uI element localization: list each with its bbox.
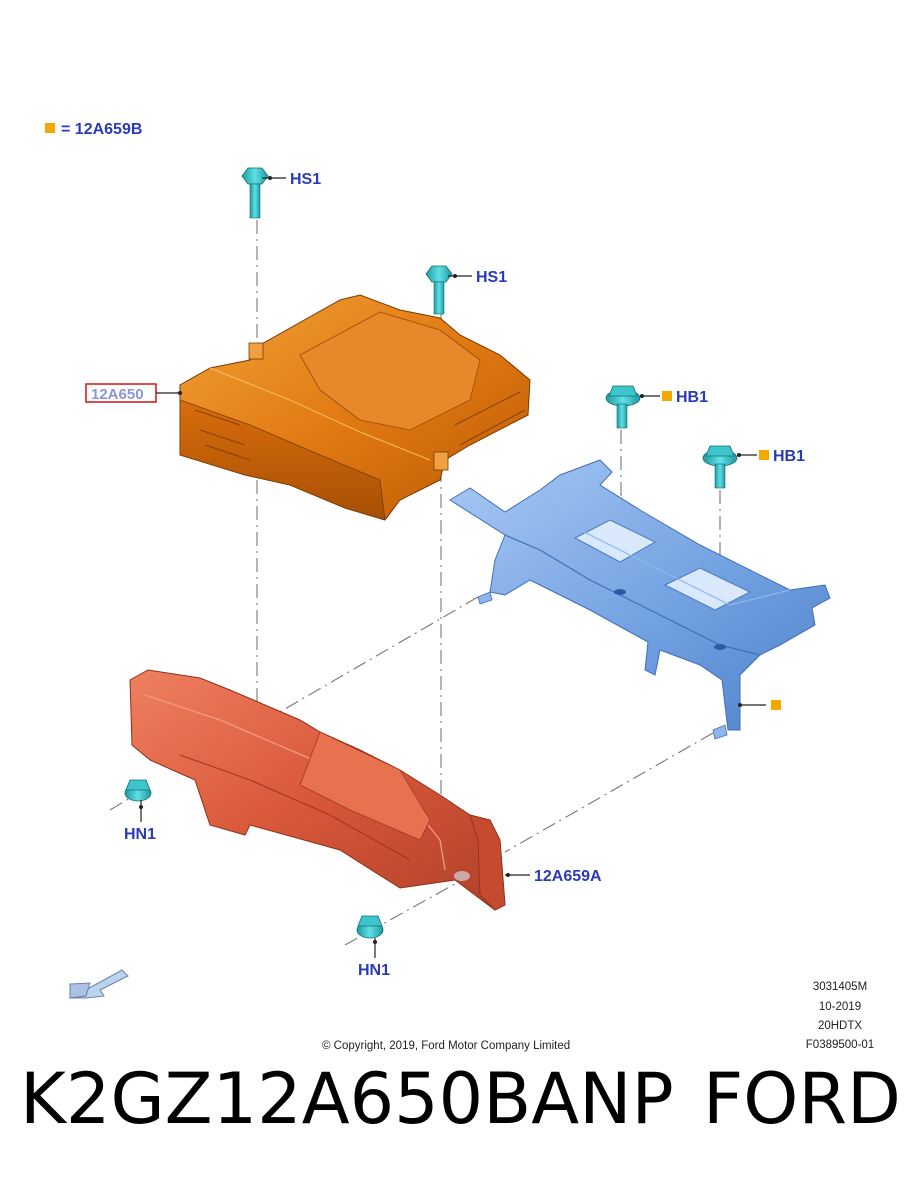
hb1-a-marker-icon [662, 391, 672, 401]
callout-base: 12A659A [505, 868, 602, 885]
svg-text:20HDTX: 20HDTX [818, 1020, 862, 1032]
callout-hs1-top: HS1 [262, 171, 321, 188]
hb1-b-marker-icon [759, 450, 769, 460]
nut-hn1-bottom [356, 915, 384, 939]
svg-text:HN1: HN1 [124, 826, 156, 843]
callout-hb1-a: HB1 [640, 389, 708, 406]
legend-marker-icon [45, 123, 55, 133]
callout-hs1-mid: HS1 [448, 269, 507, 286]
svg-text:HS1: HS1 [290, 171, 321, 188]
svg-text:HS1: HS1 [476, 269, 507, 286]
drawing-info-block: 3031405M 10-2019 20HDTX F0389500-01 [806, 981, 874, 1051]
svg-text:12A659A: 12A659A [534, 868, 602, 885]
base-bracket [129, 669, 506, 911]
svg-text:F0389500-01: F0389500-01 [806, 1039, 874, 1051]
svg-text:10-2019: 10-2019 [819, 1001, 861, 1013]
bolt-hs1-mid [425, 265, 453, 315]
bracket-tab-marker-icon [771, 700, 781, 710]
part-number: K2GZ12A650BANP [20, 1058, 674, 1140]
mounting-bracket [449, 459, 831, 740]
bolt-hb1-b [702, 445, 738, 489]
svg-text:3031405M: 3031405M [813, 981, 867, 993]
svg-text:HB1: HB1 [676, 389, 708, 406]
callout-hn1-left: HN1 [124, 800, 156, 843]
legend: = 12A659B [45, 121, 142, 138]
brand-name: FORD [703, 1058, 901, 1140]
callout-bracket-tab [738, 700, 781, 710]
bolt-hs1-top [241, 167, 269, 219]
legend-text: = 12A659B [61, 121, 142, 138]
svg-text:HB1: HB1 [773, 448, 805, 465]
callout-hn1-bottom: HN1 [358, 938, 390, 979]
bolt-hb1-a [605, 385, 641, 429]
front-direction-arrow-icon [69, 969, 129, 999]
callout-hb1-b: HB1 [737, 448, 805, 465]
nut-hn1-left [124, 779, 152, 802]
svg-text:12A650: 12A650 [91, 386, 144, 403]
svg-text:HN1: HN1 [358, 962, 390, 979]
ecu-module [179, 294, 531, 521]
copyright-notice: © Copyright, 2019, Ford Motor Company Li… [322, 1040, 570, 1052]
callout-ecu: 12A650 [85, 383, 182, 403]
